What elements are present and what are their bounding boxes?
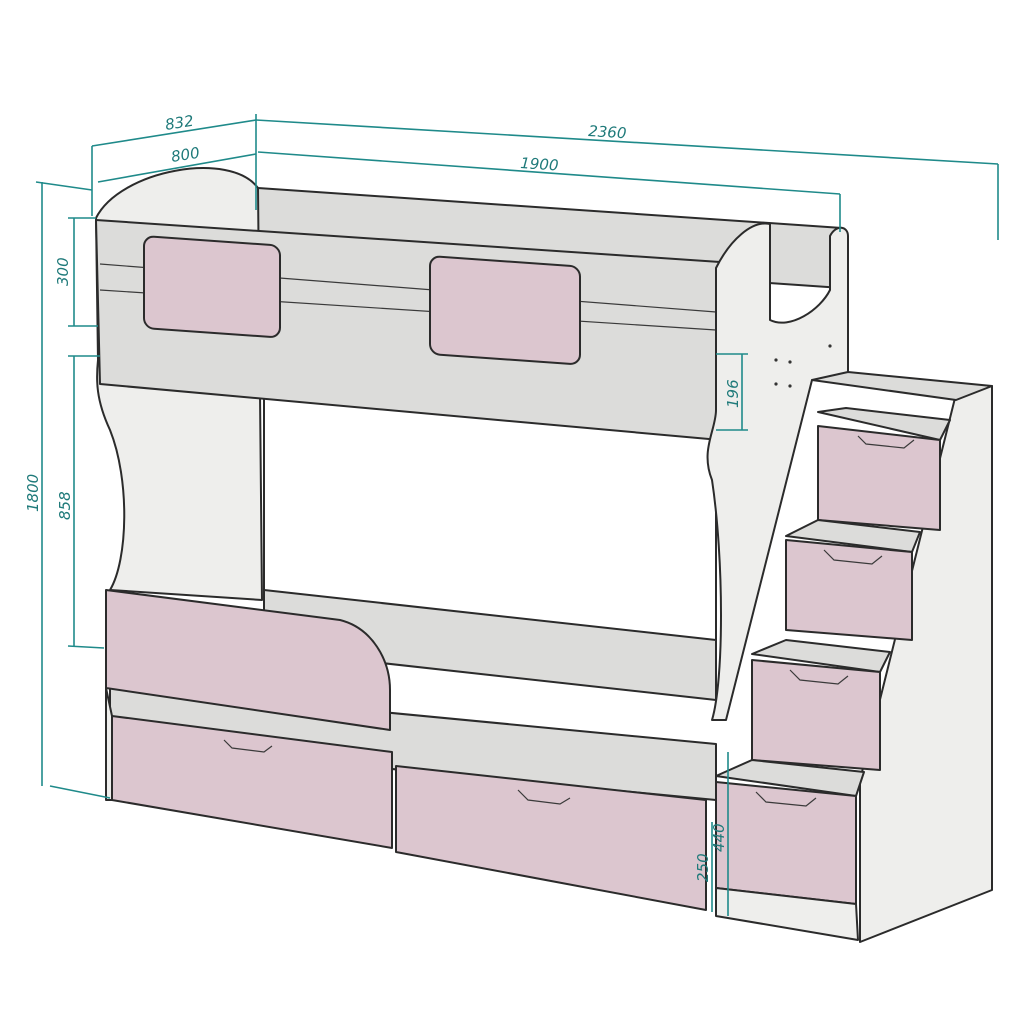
dim-drawer-height: 250 [694,853,712,882]
stair-drawer-3-handle [789,669,849,685]
dim-inner-depth: 800 [170,144,201,166]
dim-depth: 832 [164,112,195,134]
stair-drawer-2-handle [823,549,883,565]
dim-berth-length: 1900 [520,154,559,174]
stair-step-top-4 [715,759,865,797]
stair-drawer-3 [751,659,881,771]
stair-drawer-2 [785,539,913,641]
dimension-lines [35,114,999,916]
stair-step-top-2 [785,519,921,553]
lower-pink-guard [105,589,391,731]
upper-pink-panel-right [429,255,581,365]
upper-pink-panel-left [143,235,281,338]
stair-back-top [811,371,993,401]
stair-step-top-3 [751,639,891,673]
drawer-right [395,765,707,911]
dim-rail-height: 300 [54,257,72,286]
stair-step-top-1 [817,407,951,441]
stair-drawer-4-handle [755,791,817,807]
stair-drawer-1-handle [857,435,915,449]
stair-drawer-4 [715,781,857,905]
dim-step-height: 440 [710,823,728,852]
dim-total-height: 1800 [24,474,42,512]
drawer-right-handle [517,789,571,805]
right-end-panel [706,222,849,721]
drawer-left-handle [223,739,273,753]
stair-drawer-1 [817,425,941,531]
dim-opening-height: 858 [56,491,74,520]
stair-plinth [715,887,859,941]
dim-side-board-height: 196 [724,379,742,408]
left-foot [105,687,113,801]
dim-total-length: 2360 [588,122,627,142]
